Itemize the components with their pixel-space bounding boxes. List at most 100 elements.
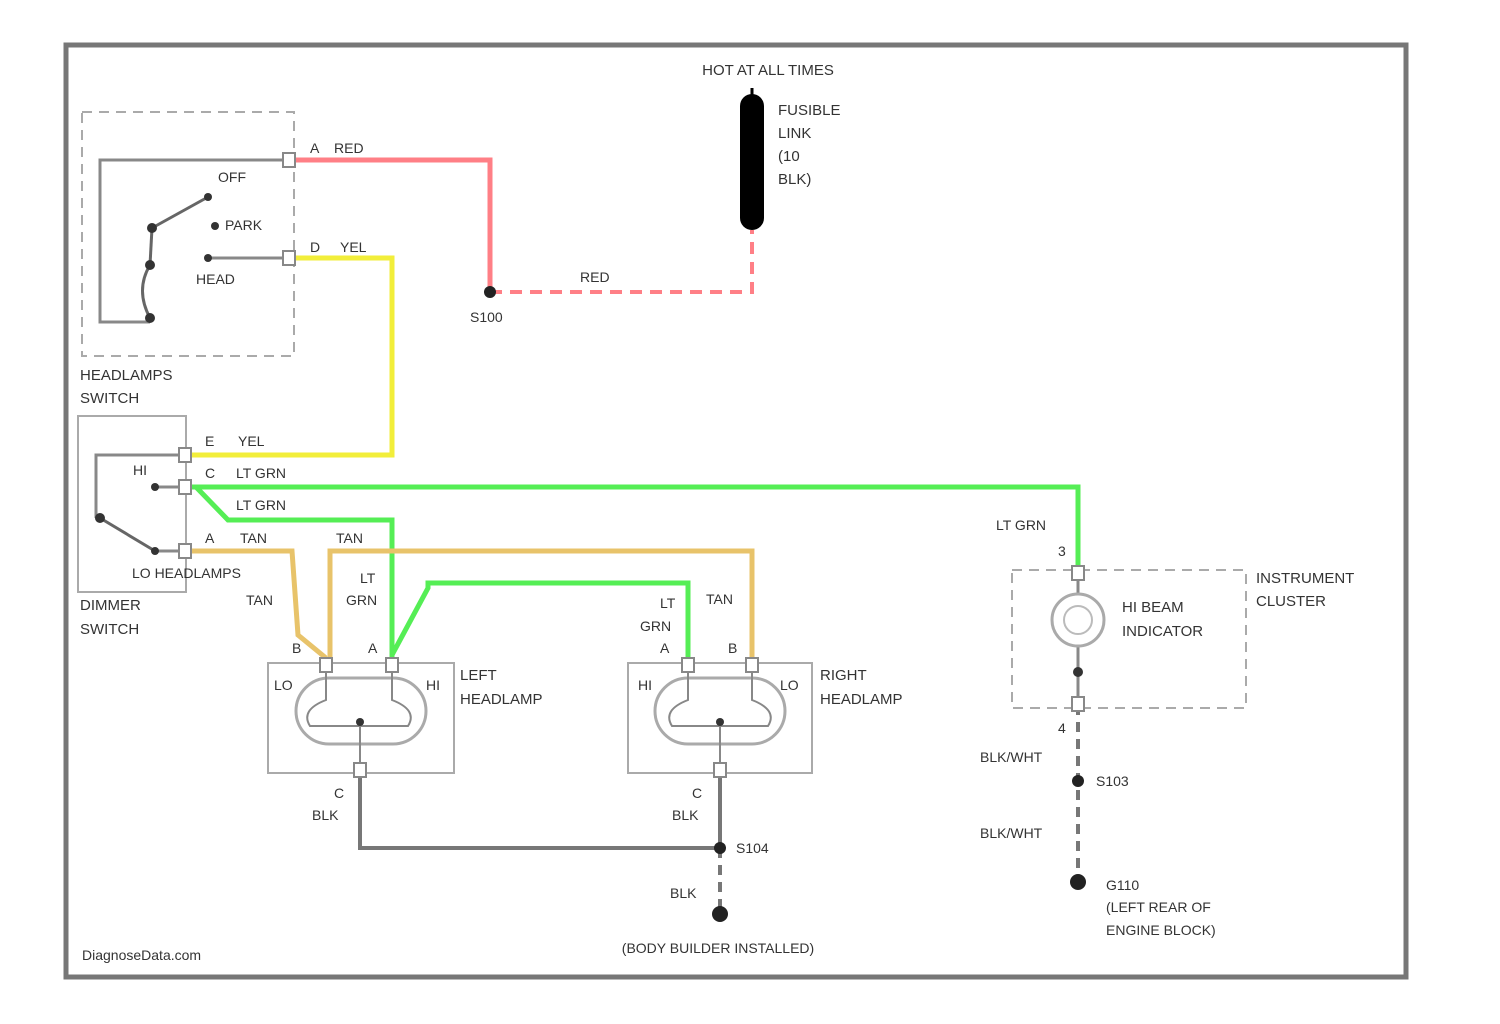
g110-label-3: ENGINE BLOCK) bbox=[1106, 922, 1216, 938]
wire-color-label: TAN bbox=[706, 591, 733, 607]
connector-pin bbox=[714, 763, 726, 777]
wire-color-label: BLK bbox=[312, 807, 339, 823]
fusible-link-label-2: LINK bbox=[778, 125, 811, 142]
headlamp-switch-arm-1 bbox=[152, 197, 208, 228]
switch-pivot-dot bbox=[145, 313, 155, 323]
wire-color-label: BLK/WHT bbox=[980, 749, 1043, 765]
headlamp-switch-bus bbox=[100, 160, 288, 322]
pin-label: B bbox=[292, 640, 301, 656]
hi-beam-indicator-label-1: HI BEAM bbox=[1122, 599, 1184, 616]
switch-pivot-dot bbox=[145, 260, 155, 270]
connector-pin bbox=[682, 658, 694, 672]
hi-beam-indicator-lamp bbox=[1052, 594, 1104, 646]
connector-pin bbox=[320, 658, 332, 672]
headlamp-switch-label-1: HEADLAMPS bbox=[80, 367, 173, 384]
blk-ground-wire-left bbox=[360, 770, 720, 848]
g110-label-2: (LEFT REAR OF bbox=[1106, 899, 1211, 915]
watermark: DiagnoseData.com bbox=[82, 947, 201, 963]
left-headlamp-common-dot bbox=[356, 718, 364, 726]
pin-label: D bbox=[310, 239, 320, 255]
dimmer-switch-label-1: DIMMER bbox=[80, 597, 141, 614]
connector-pin bbox=[746, 658, 758, 672]
wire-color-label: GRN bbox=[640, 618, 671, 634]
switch-head-contact bbox=[204, 254, 212, 262]
body-builder-ground-icon bbox=[712, 906, 728, 922]
splice-s104-dot bbox=[714, 842, 726, 854]
instrument-cluster-label-1: INSTRUMENT bbox=[1256, 570, 1354, 587]
right-headlamp-common-dot bbox=[716, 718, 724, 726]
pin-label: C bbox=[205, 465, 215, 481]
headlamp-switch: OFF PARK HEAD HEADLAMPS SWITCH bbox=[80, 112, 294, 407]
wire-color-label: RED bbox=[580, 269, 610, 285]
left-headlamp: LO HI LEFT HEADLAMP bbox=[268, 663, 543, 773]
dimmer-pivot-dot bbox=[95, 513, 105, 523]
wire-color-label: LT GRN bbox=[996, 517, 1046, 533]
right-headlamp-label-2: HEADLAMP bbox=[820, 691, 903, 708]
left-headlamp-label-1: LEFT bbox=[460, 667, 497, 684]
right-headlamp-hi-label: HI bbox=[638, 677, 652, 693]
headlamp-switch-arm-3 bbox=[143, 265, 151, 318]
hi-beam-indicator-label-2: INDICATOR bbox=[1122, 623, 1203, 640]
body-builder-label: (BODY BUILDER INSTALLED) bbox=[622, 940, 814, 956]
pin-label: A bbox=[310, 140, 320, 156]
headlamp-switch-label-2: SWITCH bbox=[80, 390, 139, 407]
g110-label-1: G110 bbox=[1106, 877, 1139, 893]
red-dashed-wire bbox=[490, 230, 752, 292]
connector-pin bbox=[179, 544, 191, 558]
instrument-cluster: HI BEAM INDICATOR INSTRUMENT CLUSTER bbox=[1012, 570, 1354, 708]
left-headlamp-lo-label: LO bbox=[274, 677, 293, 693]
source-label: HOT AT ALL TIMES bbox=[702, 62, 834, 79]
connector-pin bbox=[179, 480, 191, 494]
dimmer-switch-arm bbox=[100, 518, 155, 551]
wire-color-label: LT bbox=[660, 595, 676, 611]
headlamp-switch-outline bbox=[82, 112, 294, 356]
pin-label: C bbox=[692, 785, 702, 801]
connector-pin bbox=[179, 448, 191, 462]
pin-label: 4 bbox=[1058, 720, 1066, 736]
splice-s103-label: S103 bbox=[1096, 773, 1129, 789]
wire-color-label: LT GRN bbox=[236, 465, 286, 481]
left-headlamp-hi-label: HI bbox=[426, 677, 440, 693]
switch-off-label: OFF bbox=[218, 169, 246, 185]
wire-color-label: BLK bbox=[672, 807, 699, 823]
dimmer-lo-label: LO HEADLAMPS bbox=[132, 565, 241, 581]
wire-color-label: BLK/WHT bbox=[980, 825, 1043, 841]
switch-park-contact bbox=[211, 222, 219, 230]
fusible-link-label-4: BLK) bbox=[778, 171, 811, 188]
switch-head-label: HEAD bbox=[196, 271, 235, 287]
connector-pin bbox=[354, 763, 366, 777]
dimmer-hi-dot bbox=[151, 483, 159, 491]
switch-off-contact bbox=[204, 193, 212, 201]
splice-s100-label: S100 bbox=[470, 309, 503, 325]
pin-label: A bbox=[660, 640, 670, 656]
splice-s100-dot bbox=[484, 286, 496, 298]
wire-color-label: TAN bbox=[336, 530, 363, 546]
instrument-cluster-label-2: CLUSTER bbox=[1256, 593, 1326, 610]
wire-color-label: LT GRN bbox=[236, 497, 286, 513]
right-headlamp-lo-label: LO bbox=[780, 677, 799, 693]
switch-park-label: PARK bbox=[225, 217, 263, 233]
pin-label: B bbox=[728, 640, 737, 656]
connector-pin bbox=[1072, 566, 1084, 580]
right-headlamp-label-1: RIGHT bbox=[820, 667, 867, 684]
connector-pin bbox=[1072, 697, 1084, 711]
wire-color-label: TAN bbox=[246, 592, 273, 608]
connector-pin bbox=[283, 153, 295, 167]
wire-color-label: RED bbox=[334, 140, 364, 156]
pin-label: 3 bbox=[1058, 543, 1066, 559]
dimmer-hi-label: HI bbox=[133, 462, 147, 478]
fusible-link-label-1: FUSIBLE bbox=[778, 102, 841, 119]
connector-pin bbox=[386, 658, 398, 672]
wire-color-label: TAN bbox=[240, 530, 267, 546]
pin-label: A bbox=[368, 640, 378, 656]
g110-ground-icon bbox=[1070, 874, 1086, 890]
pin-label: A bbox=[205, 530, 215, 546]
pin-label: C bbox=[334, 785, 344, 801]
dimmer-lo-dot bbox=[151, 547, 159, 555]
switch-pivot-dot bbox=[147, 223, 157, 233]
fusible-link-icon bbox=[740, 94, 764, 230]
wire-color-label: BLK bbox=[670, 885, 697, 901]
dimmer-switch-label-2: SWITCH bbox=[80, 621, 139, 638]
fusible-link-label-3: (10 bbox=[778, 148, 800, 165]
